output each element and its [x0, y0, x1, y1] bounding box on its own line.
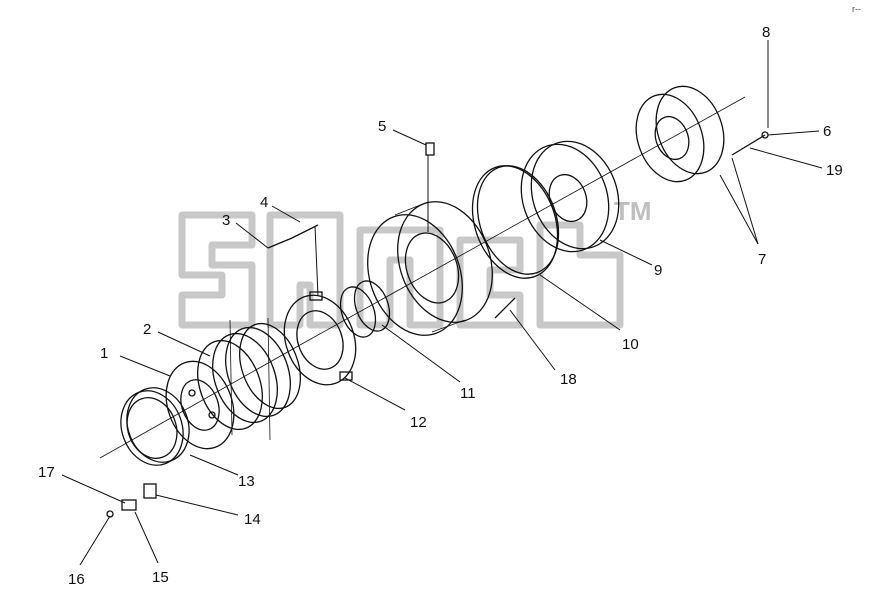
callout-labels: 1 2 3 4 5 6 7 8 9 10 11 12 13 14 15 16 1… [38, 24, 843, 588]
callout-16: 16 [68, 571, 85, 588]
part-7-end-plate [635, 85, 725, 183]
callout-2: 2 [143, 321, 151, 338]
part-3-bolt [267, 237, 293, 249]
watermark: TM [178, 196, 652, 329]
callout-19: 19 [826, 162, 843, 179]
callout-17: 17 [38, 464, 55, 481]
callout-1: 1 [100, 345, 108, 362]
part-10-housing [367, 201, 493, 336]
part-12-pressure-plate [283, 291, 357, 386]
part-2-clutch-pack [197, 317, 301, 441]
callout-9: 9 [654, 262, 662, 279]
part-11-o-rings [339, 280, 391, 338]
watermark-tm: TM [614, 196, 652, 226]
callout-13: 13 [238, 473, 255, 490]
part-9-drum [520, 140, 620, 253]
callout-15: 15 [152, 569, 169, 586]
part-1-seal-ring [120, 387, 190, 466]
part-13-carrier [165, 360, 235, 450]
leader-lines [61, 40, 823, 566]
callout-5: 5 [378, 118, 386, 135]
callout-18: 18 [560, 371, 577, 388]
corner-mark: r-- [852, 4, 861, 14]
part-16-screw [106, 510, 114, 518]
part-4-tube [291, 224, 319, 239]
callout-6: 6 [823, 123, 831, 140]
part-18-pin [494, 297, 516, 319]
callout-10: 10 [622, 336, 639, 353]
callout-12: 12 [410, 414, 427, 431]
part-19-bolt [731, 134, 766, 156]
part-14-fitting [143, 483, 157, 499]
callout-14: 14 [244, 511, 261, 528]
callout-7: 7 [758, 251, 766, 268]
part-5-fitting [425, 142, 435, 156]
callout-8: 8 [762, 24, 770, 41]
callout-3: 3 [222, 212, 230, 229]
part-15-clamp [121, 499, 137, 511]
callout-4: 4 [260, 194, 268, 211]
axis-lines [99, 96, 746, 459]
callout-11: 11 [460, 385, 476, 402]
